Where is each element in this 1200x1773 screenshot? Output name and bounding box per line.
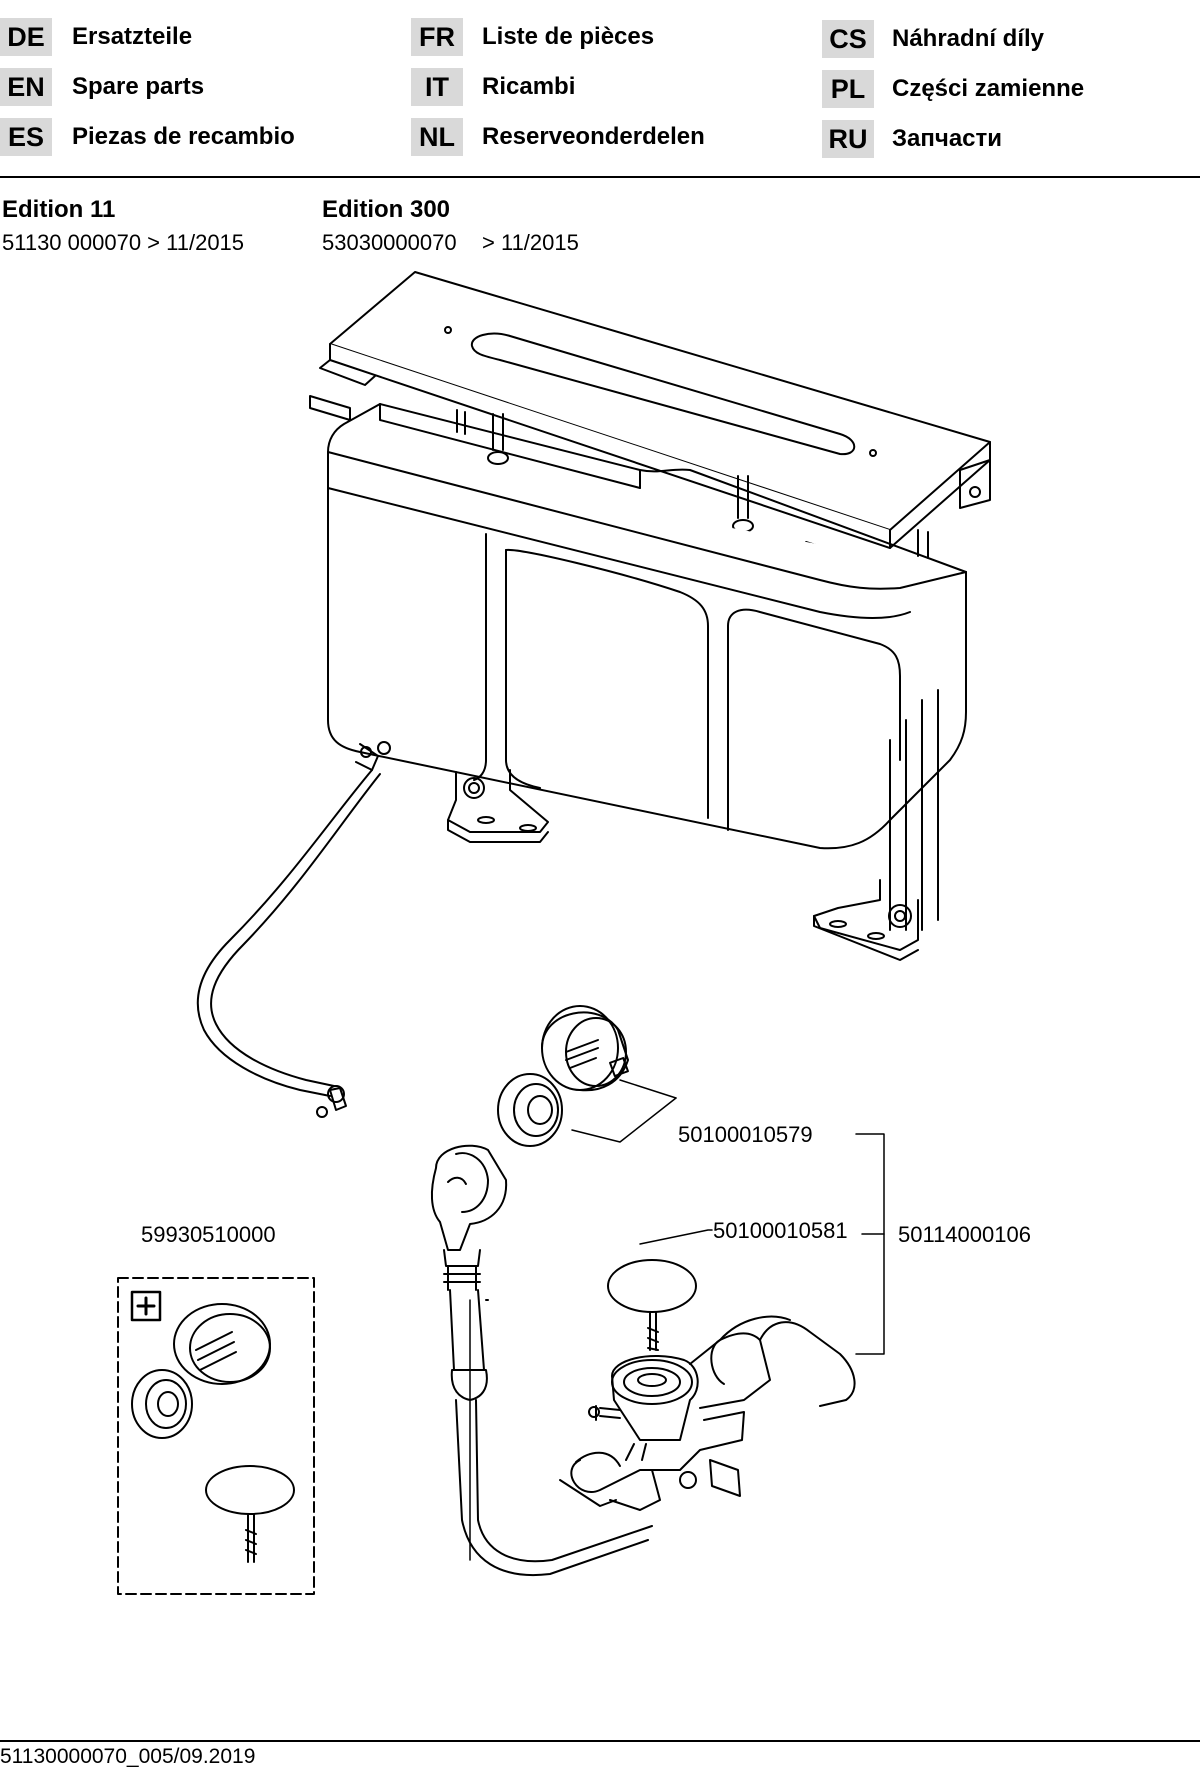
lang-code-nl: NL	[411, 118, 463, 156]
lang-name-fr: Liste de pièces	[482, 23, 655, 50]
connection-hose	[196, 741, 391, 1118]
lang-name-de: Ersatzteile	[72, 23, 193, 50]
drain-plug	[607, 1259, 697, 1351]
water-tank	[327, 403, 967, 850]
overflow-cover-assembly	[497, 1005, 629, 1147]
header-divider	[0, 176, 1200, 178]
lang-name-ru: Запчасти	[892, 125, 1003, 152]
leader-lines	[571, 1079, 885, 1355]
rear-foot-bracket	[813, 879, 919, 961]
lang-name-cs: Náhradní díly	[892, 25, 1045, 52]
waste-overflow-set	[430, 1144, 856, 1576]
edition-11-title: Edition 11	[2, 196, 116, 223]
lang-code-it: IT	[411, 68, 463, 106]
edition-11-number: 51130 000070 > 11/2015	[2, 230, 245, 255]
lang-code-es: ES	[0, 118, 52, 156]
front-foot-bracket	[447, 769, 549, 843]
lang-code-pl: PL	[822, 70, 874, 108]
overflow-kit-frame	[117, 1277, 315, 1595]
part-number-waste-set: 50114000106	[898, 1222, 1031, 1247]
edition-300-title: Edition 300	[322, 196, 451, 223]
rear-frame	[456, 409, 939, 931]
lang-name-en: Spare parts	[72, 73, 205, 100]
lang-name-es: Piezas de recambio	[72, 123, 295, 150]
lang-code-ru: RU	[822, 120, 874, 158]
part-number-drain-plug: 50100010581	[713, 1218, 848, 1243]
lang-code-de: DE	[0, 18, 52, 56]
part-number-overflow-kit: 59930510000	[141, 1222, 276, 1247]
lang-code-fr: FR	[411, 18, 463, 56]
mounting-plate	[309, 271, 991, 569]
edition-300-validity: > 11/2015	[482, 230, 579, 255]
document-code: 51130000070_005/09.2019	[0, 1745, 256, 1768]
footer-divider	[0, 1740, 1200, 1742]
lang-code-cs: CS	[822, 20, 874, 58]
lang-code-en: EN	[0, 68, 52, 106]
lang-name-it: Ricambi	[482, 73, 576, 100]
edition-300-number: 53030000070	[322, 230, 457, 255]
lang-name-pl: Części zamienne	[892, 75, 1085, 102]
lang-name-nl: Reserveonderdelen	[482, 123, 705, 150]
part-number-cover-set: 50100010579	[678, 1122, 813, 1147]
